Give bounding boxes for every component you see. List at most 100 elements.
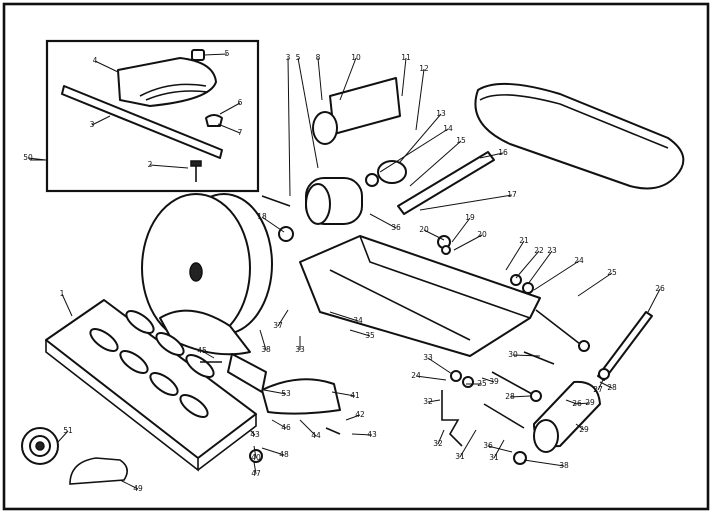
leader-line — [287, 57, 291, 197]
shaft-washer — [365, 173, 379, 187]
motor-face — [305, 183, 331, 225]
callout-label: 6 — [238, 98, 243, 107]
callout-label: 2 — [148, 160, 153, 169]
sanding-belt — [474, 82, 685, 190]
bearing-cap — [159, 309, 251, 356]
callout-label: 29 — [585, 398, 595, 407]
eye-bolt — [535, 309, 581, 345]
leader-line — [219, 102, 241, 115]
leader-line — [27, 157, 47, 161]
leader-line — [277, 309, 289, 327]
callout-label: 18 — [257, 212, 267, 221]
leader-line — [253, 461, 257, 475]
callout-label: 40 — [251, 453, 261, 462]
callout-label: 10 — [351, 53, 361, 62]
leader-line — [451, 217, 471, 243]
leader-line — [379, 128, 449, 173]
inset-bolt-head — [190, 160, 202, 167]
callout-label: 15 — [456, 136, 466, 145]
callout-label: 12 — [419, 64, 429, 73]
eye-bolt-2 — [491, 371, 533, 395]
screw — [325, 427, 341, 435]
callout-label: 33 — [423, 353, 433, 362]
leader-line — [331, 391, 356, 397]
leader-line — [409, 140, 462, 187]
guard-detail-2 — [145, 90, 209, 101]
leader-line — [201, 350, 215, 359]
leader-line — [259, 329, 267, 351]
leader-line — [329, 311, 359, 322]
leader-line — [565, 399, 578, 405]
outer-frame — [2, 2, 710, 511]
rail-bar — [61, 85, 223, 159]
callout-label: 20 — [477, 230, 487, 239]
leader-line — [401, 57, 407, 97]
pin — [523, 351, 555, 365]
leader-line — [515, 250, 540, 279]
callout-label: 16 — [498, 148, 508, 157]
callout-label: 43 — [367, 430, 377, 439]
table-slot — [179, 394, 209, 418]
leader-line — [575, 423, 585, 431]
leader-line — [345, 414, 361, 421]
callout-label: 11 — [401, 53, 411, 62]
leader-line — [339, 57, 357, 101]
disc-hub — [189, 262, 203, 282]
callout-label: 47 — [251, 469, 261, 478]
callout-label: 32 — [423, 397, 433, 406]
callout-label: 32 — [433, 439, 443, 448]
leader-line — [415, 68, 425, 131]
inset-box — [45, 39, 260, 193]
leader-line — [119, 479, 139, 490]
callout-label: 17 — [507, 190, 517, 199]
frame-rib-2 — [329, 269, 471, 341]
callout-label: 25 — [607, 268, 617, 277]
callout-label: 50 — [23, 153, 33, 162]
leader-line — [437, 429, 445, 445]
callout-label: 49 — [133, 484, 143, 493]
nut — [450, 370, 462, 382]
washer — [441, 245, 451, 255]
nut — [462, 376, 474, 388]
leader-line — [427, 357, 453, 375]
leader-line — [512, 354, 541, 357]
leader-line — [261, 447, 285, 456]
callout-label: 44 — [311, 431, 321, 440]
callout-label: 22 — [534, 246, 544, 255]
leader-line — [253, 445, 257, 459]
callout-label: 26 — [655, 284, 665, 293]
callout-label: 4 — [93, 56, 98, 65]
leader-line — [459, 429, 477, 458]
leader-line — [249, 429, 256, 436]
leader-line — [297, 57, 319, 169]
callout-label: 28 — [505, 392, 515, 401]
leader-line — [261, 216, 285, 233]
leader-line — [263, 389, 287, 395]
callout-label: 38 — [261, 345, 271, 354]
callout-label: 3 — [286, 53, 291, 62]
callout-label: 37 — [273, 321, 283, 330]
leader-line — [149, 164, 189, 169]
knob — [191, 49, 205, 61]
drive-shaft — [397, 151, 495, 215]
leader-line — [217, 123, 241, 134]
callout-label: 28 — [607, 383, 617, 392]
callout-label: 39 — [489, 377, 499, 386]
callout-label: 5 — [296, 53, 301, 62]
main-frame — [299, 235, 541, 357]
motor-bracket — [329, 77, 401, 135]
belt-edge — [479, 94, 669, 149]
callout-label: 53 — [281, 389, 291, 398]
leader-line — [427, 399, 441, 403]
leader-line — [349, 329, 371, 337]
callout-label: 13 — [436, 109, 446, 118]
leader-line — [533, 260, 580, 291]
eye-bolt-ring — [578, 340, 590, 352]
callout-label: 30 — [508, 350, 518, 359]
leader-line — [505, 240, 525, 271]
callout-label: 33 — [295, 345, 305, 354]
leader-line — [523, 459, 565, 467]
callout-label: 25 — [477, 379, 487, 388]
callout-label: 31 — [455, 452, 465, 461]
